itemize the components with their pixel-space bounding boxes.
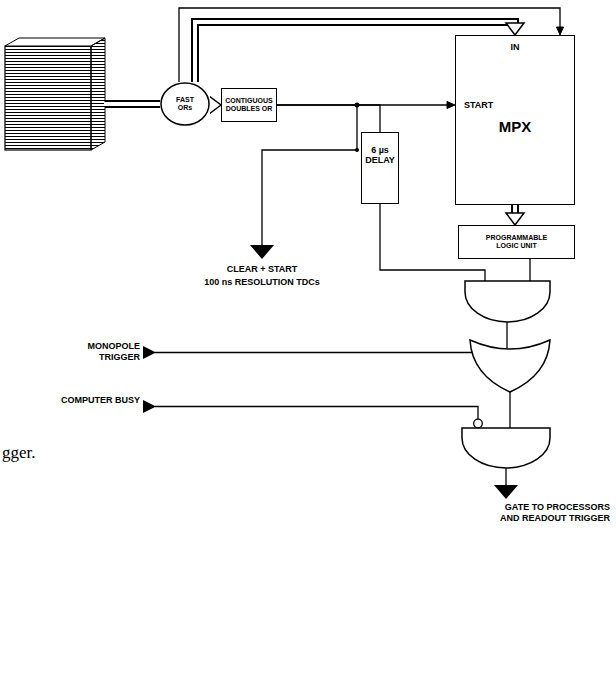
port-name: IN [456, 42, 574, 52]
or-gate [470, 340, 550, 392]
input-arrow [143, 346, 156, 359]
signal-line [277, 105, 380, 132]
box-text: 6 µs DELAY [365, 145, 395, 166]
block-name: MPX [456, 118, 574, 135]
arrow-head [209, 96, 221, 114]
input-label: MONOPOLE TRIGGER [50, 341, 140, 363]
box-text: PROGRAMMABLE LOGIC UNIT [481, 234, 553, 250]
output-label: GATE TO PROCESSORS AND READOUT TRIGGER [490, 502, 610, 524]
text-holder: PROGRAMMABLE LOGIC UNIT [481, 234, 553, 250]
output-label: CLEAR + START [187, 264, 337, 275]
box-text: CONTIGUOUS DOUBLES OR [225, 97, 273, 113]
delay-box: 6 µs DELAY [361, 132, 399, 204]
multiplexer-box: IN START MPX [455, 35, 575, 205]
output-label: 100 ns RESOLUTION TDCs [172, 277, 352, 288]
input-arrow [143, 400, 156, 413]
inversion-bubble [474, 419, 483, 428]
coincidence-box: CONTIGUOUS DOUBLES OR [221, 88, 277, 122]
signal-connector [277, 105, 380, 132]
text-holder: FAST ORs [168, 96, 202, 112]
ellipse-shape [161, 83, 209, 125]
arrow-head [506, 23, 524, 35]
arrow-head [506, 213, 524, 225]
detector-stack [5, 38, 105, 150]
input-label: COMPUTER BUSY [50, 395, 140, 406]
bus-connector [506, 205, 524, 225]
arrow-head [557, 27, 564, 35]
box-text: FAST ORs [168, 96, 202, 112]
text-holder: 6 µs DELAY [365, 145, 395, 166]
output-arrow [494, 485, 518, 499]
port-name: START [464, 100, 493, 110]
tdc-branch [250, 103, 360, 260]
fast-or-ellipse: FAST ORs [160, 82, 210, 126]
and-gate [465, 281, 550, 322]
cut-off-text: gger. [2, 443, 62, 463]
stack-bus [104, 104, 163, 105]
logic-unit-box: PROGRAMMABLE LOGIC UNIT [458, 225, 575, 259]
text-holder: CONTIGUOUS DOUBLES OR [225, 97, 273, 113]
bus-connector [209, 96, 221, 114]
and-gate [462, 428, 550, 468]
arrow-head [447, 102, 455, 109]
